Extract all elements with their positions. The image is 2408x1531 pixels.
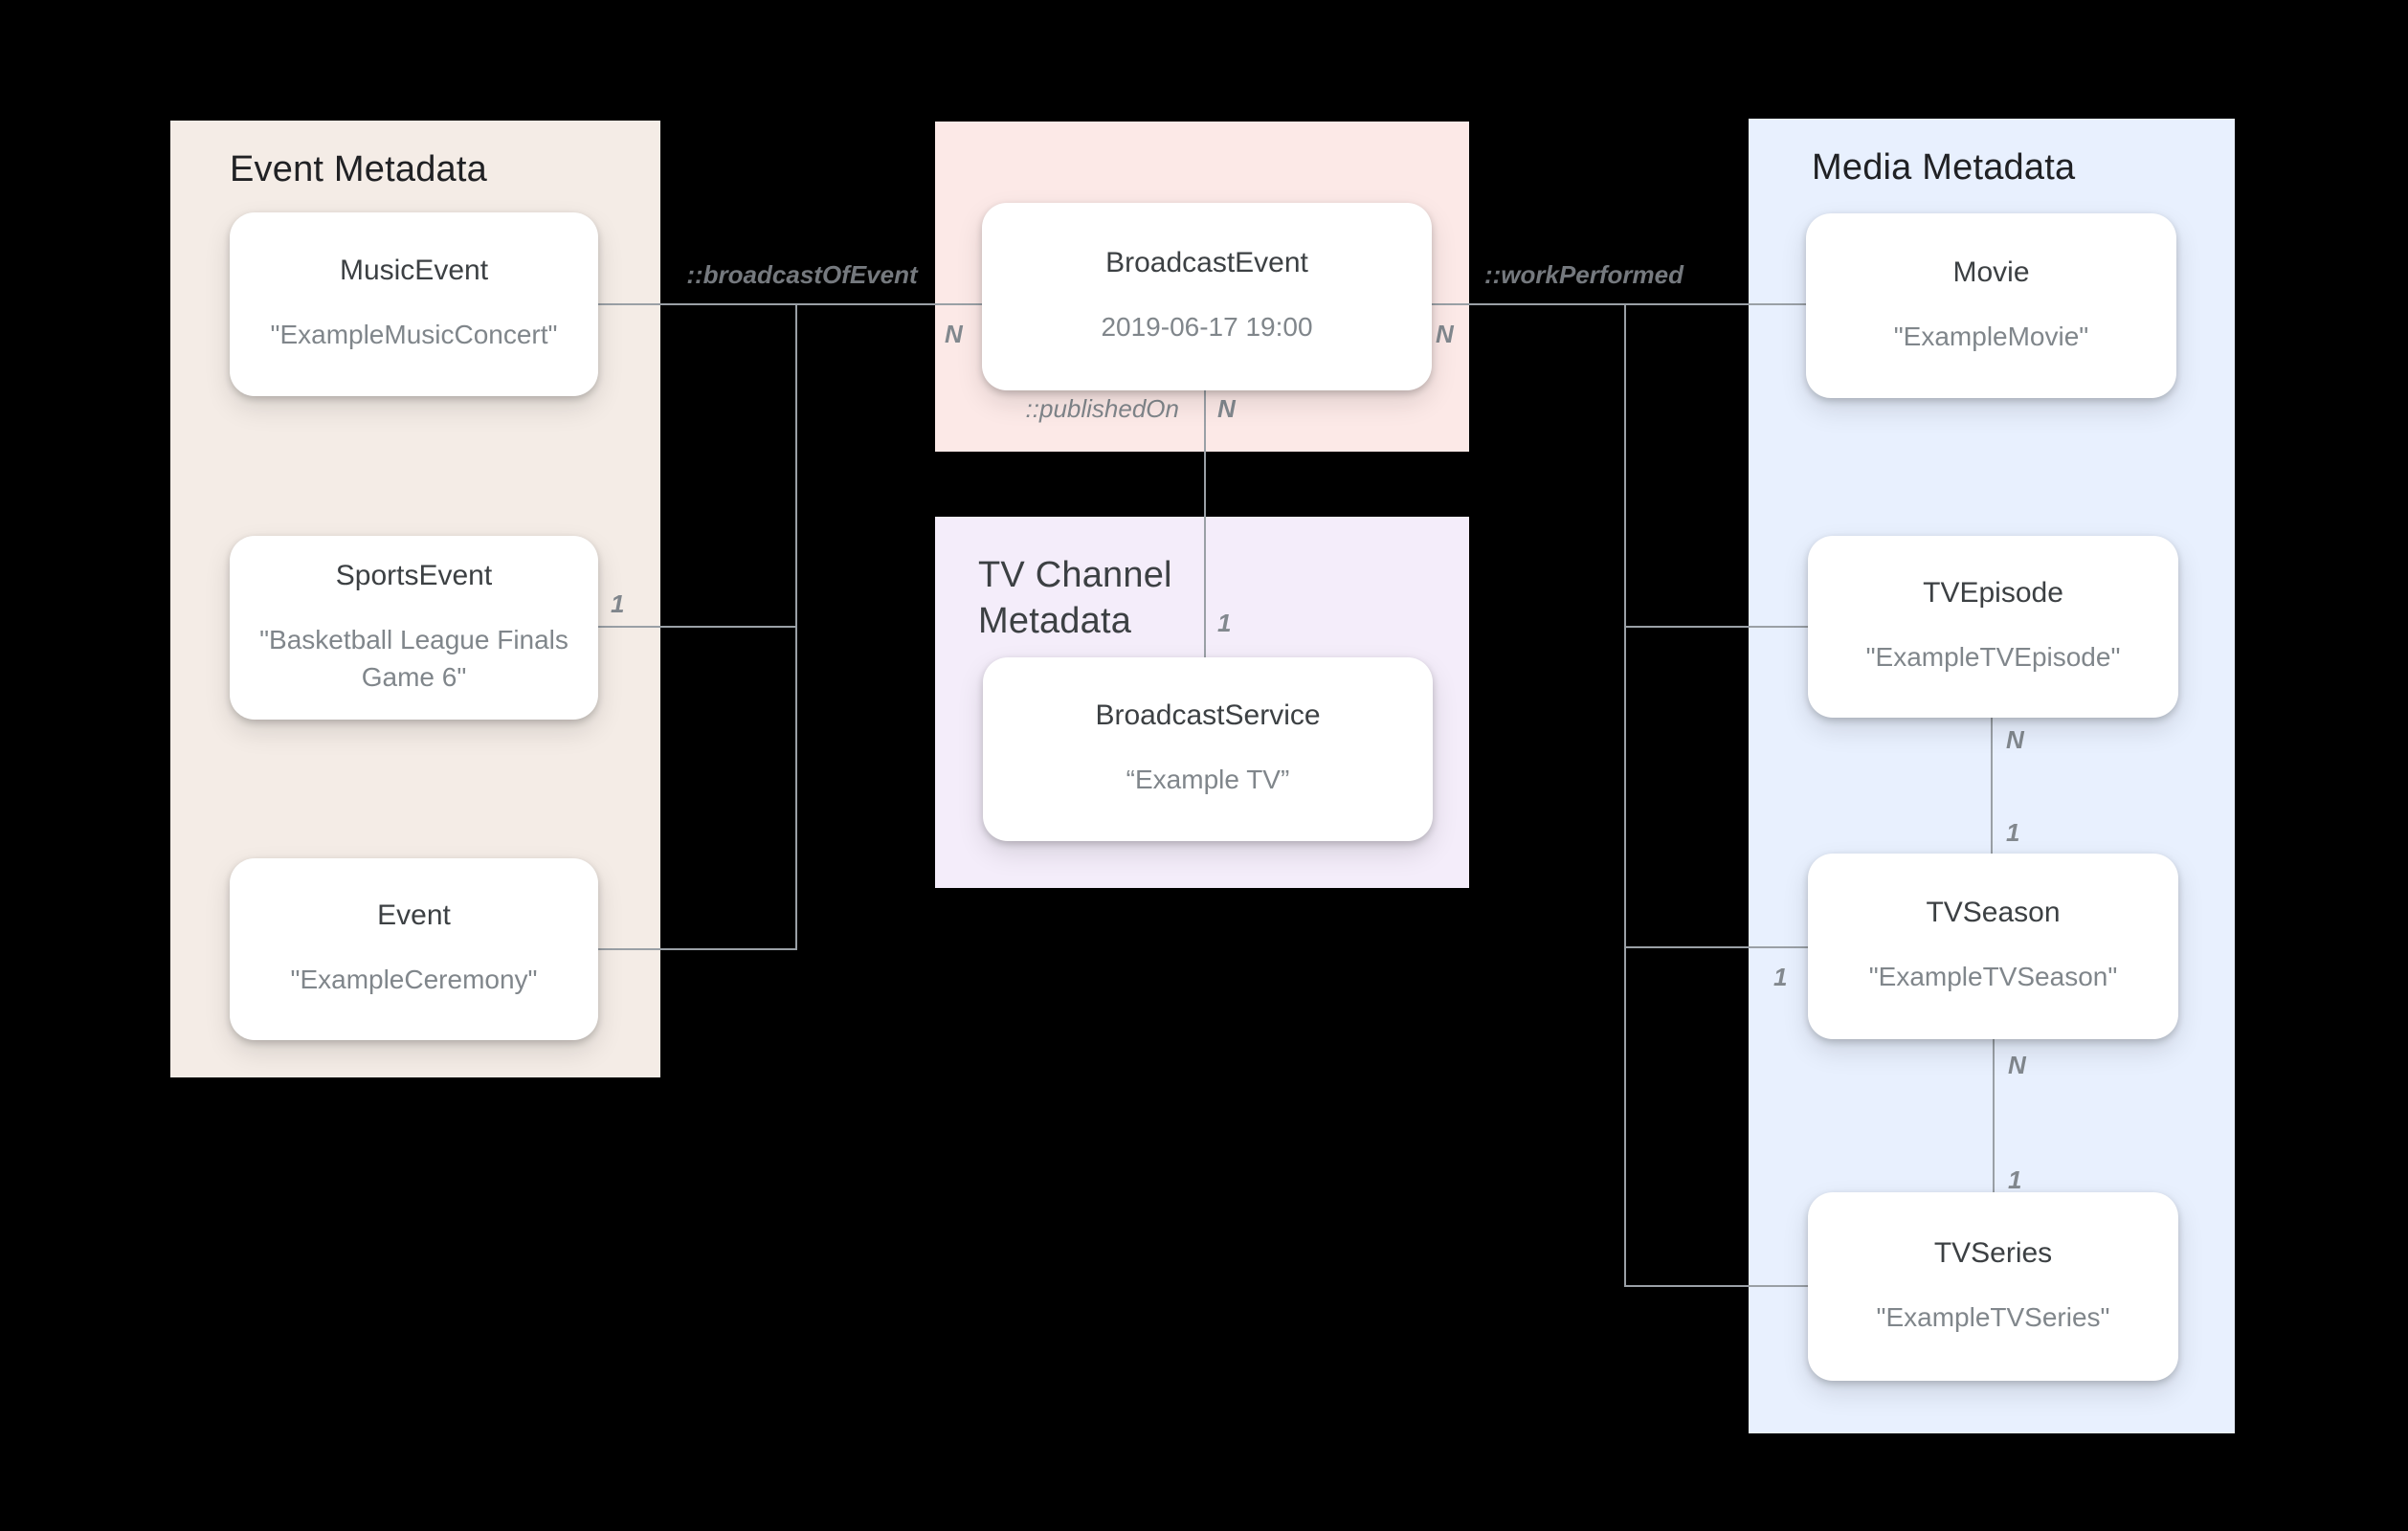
connector-right-trunk [1624, 303, 1626, 1287]
connector-publishedon [1204, 390, 1206, 657]
sports-event-card-title: SportsEvent [335, 559, 493, 591]
cardinality-season-series-1: 1 [2008, 1165, 2022, 1194]
broadcast-service-card: BroadcastService “Example TV” [983, 657, 1433, 841]
event-metadata-panel-title: Event Metadata [230, 149, 487, 189]
cardinality-publishedon-n: N [1217, 394, 1236, 423]
connector-tvepisode-tvseason [1991, 718, 1993, 854]
media-metadata-panel-title: Media Metadata [1812, 147, 2076, 188]
event-card: Event "ExampleCeremony" [230, 858, 598, 1040]
movie-card-subtitle: "ExampleMovie" [1893, 321, 2089, 351]
broadcast-event-card-subtitle: 2019-06-17 19:00 [1101, 312, 1313, 343]
sports-event-card: SportsEvent "Basketball League Finals Ga… [230, 536, 598, 720]
music-event-card-title: MusicEvent [339, 255, 489, 287]
cardinality-season-series-n: N [2008, 1051, 2026, 1079]
broadcast-of-event-label: ::broadcastOfEvent [686, 260, 918, 289]
cardinality-publishedon-1: 1 [1217, 609, 1232, 637]
connector-tvseason-tvseries [1993, 1039, 1995, 1192]
cardinality-broadcastofevent-n: N [945, 320, 963, 348]
tv-episode-card: TVEpisode "ExampleTVEpisode" [1808, 536, 2178, 718]
broadcast-service-card-title: BroadcastService [1095, 699, 1321, 732]
connector-broadcastevent-movie [1432, 303, 1806, 305]
cardinality-tvseason-branch-1: 1 [1773, 963, 1788, 991]
event-card-title: Event [377, 899, 451, 932]
published-on-label: ::publishedOn [1025, 394, 1179, 423]
cardinality-workperformed-n: N [1436, 320, 1454, 348]
broadcast-event-card: BroadcastEvent 2019-06-17 19:00 [982, 203, 1432, 390]
cardinality-episode-season-n: N [2006, 725, 2024, 754]
tv-channel-metadata-panel-title: TV Channel Metadata [978, 555, 1172, 641]
movie-card: Movie "ExampleMovie" [1806, 213, 2176, 398]
connector-sportsevent-branch [598, 626, 797, 628]
tv-series-card-subtitle: "ExampleTVSeries" [1876, 1301, 2110, 1332]
event-card-subtitle: "ExampleCeremony" [290, 965, 538, 995]
connector-event-branch [598, 948, 797, 950]
tv-season-card: TVSeason "ExampleTVSeason" [1808, 854, 2178, 1039]
connector-tvseries-branch [1624, 1285, 1808, 1287]
connector-tvepisode-branch [1624, 626, 1808, 628]
cardinality-sportsevent-1: 1 [611, 589, 625, 618]
broadcast-event-card-title: BroadcastEvent [1105, 247, 1308, 279]
work-performed-label: ::workPerformed [1483, 260, 1684, 289]
connector-tvseason-branch [1624, 946, 1808, 948]
movie-card-title: Movie [1952, 255, 2030, 288]
tv-episode-card-title: TVEpisode [1923, 577, 2063, 610]
tv-series-card-title: TVSeries [1933, 1236, 2053, 1269]
connector-musicevent-broadcastevent [598, 303, 982, 305]
music-event-card-subtitle: "ExampleMusicConcert" [270, 320, 558, 350]
tv-season-card-subtitle: "ExampleTVSeason" [1868, 962, 2118, 992]
tv-episode-card-subtitle: "ExampleTVEpisode" [1865, 642, 2121, 673]
tv-season-card-title: TVSeason [1926, 897, 2061, 929]
cardinality-episode-season-1: 1 [2006, 818, 2020, 847]
sports-event-card-subtitle: "Basketball League Finals Game 6" [259, 624, 569, 692]
tv-series-card: TVSeries "ExampleTVSeries" [1808, 1192, 2178, 1381]
music-event-card: MusicEvent "ExampleMusicConcert" [230, 212, 598, 396]
broadcast-service-card-subtitle: “Example TV” [1126, 765, 1290, 795]
